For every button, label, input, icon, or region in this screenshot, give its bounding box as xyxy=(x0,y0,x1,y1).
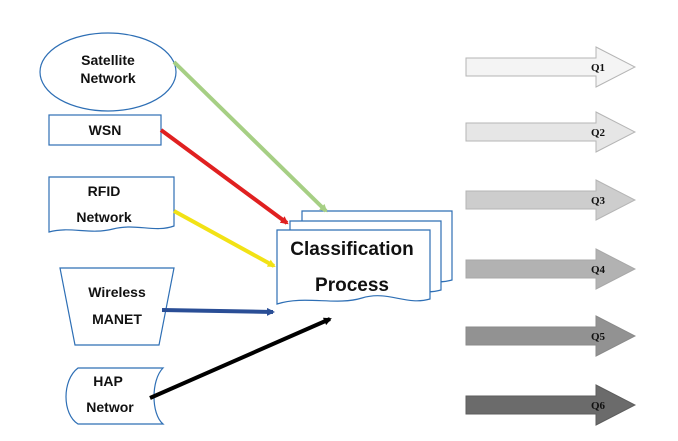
rfid-label-line1: RFID xyxy=(88,183,121,199)
hap-label-line1: HAP xyxy=(93,373,123,389)
queue-label: Q6 xyxy=(591,400,606,412)
queue-q2: Q2 xyxy=(465,111,637,153)
classification-process: Classification Process xyxy=(276,210,453,305)
queue-label: Q2 xyxy=(591,127,606,139)
satellite-label-line1: Satellite xyxy=(81,52,135,68)
queue-arrow-shape xyxy=(465,179,637,221)
queue-arrow-shape xyxy=(465,248,637,290)
source-rfid-network: RFID Network xyxy=(48,176,175,233)
source-wsn: WSN xyxy=(48,114,162,146)
process-doc-front xyxy=(276,229,431,305)
queue-arrow-shape xyxy=(465,384,637,426)
wireless-label-line2: MANET xyxy=(92,311,142,327)
process-label-line1: Classification xyxy=(290,239,414,260)
queue-label: Q4 xyxy=(591,264,606,276)
queue-q1: Q1 xyxy=(465,46,637,88)
queue-label: Q3 xyxy=(591,195,606,207)
source-hap-network: HAP Networ xyxy=(65,367,165,425)
wsn-label: WSN xyxy=(89,122,122,138)
rfid-label-line2: Network xyxy=(76,209,131,225)
arrow-satellite-to-process xyxy=(172,60,328,213)
source-arrows xyxy=(149,60,332,400)
arrow-wireless-to-process xyxy=(161,307,275,316)
hap-label-line2: Networ xyxy=(86,399,134,415)
queue-arrow-shape xyxy=(465,315,637,357)
queue-q5: Q5 xyxy=(465,315,637,357)
queue-label: Q1 xyxy=(591,62,605,74)
rfid-document xyxy=(48,176,175,233)
wsn-box xyxy=(48,114,162,146)
source-satellite-network: Satellite Network xyxy=(39,32,177,112)
satellite-label-line2: Network xyxy=(80,70,135,86)
wireless-trapezoid xyxy=(59,267,175,346)
queue-q3: Q3 xyxy=(465,179,637,221)
hap-stored-data xyxy=(65,367,165,425)
process-label-line2: Process xyxy=(315,275,389,296)
arrow-hap-to-process xyxy=(149,317,332,400)
arrow-rfid-to-process xyxy=(173,209,276,268)
queue-arrow-shape xyxy=(465,111,637,153)
wireless-label-line1: Wireless xyxy=(88,284,146,300)
source-wireless-manet: Wireless MANET xyxy=(59,267,175,346)
queue-q6: Q6 xyxy=(465,384,637,426)
queue-arrows: Q1 Q2 Q3 Q4 Q5 Q6 xyxy=(465,46,637,426)
queue-label: Q5 xyxy=(591,331,606,343)
queue-arrow-shape xyxy=(465,46,637,88)
arrow-wsn-to-process xyxy=(159,128,289,225)
satellite-ellipse xyxy=(39,32,177,112)
queue-q4: Q4 xyxy=(465,248,637,290)
